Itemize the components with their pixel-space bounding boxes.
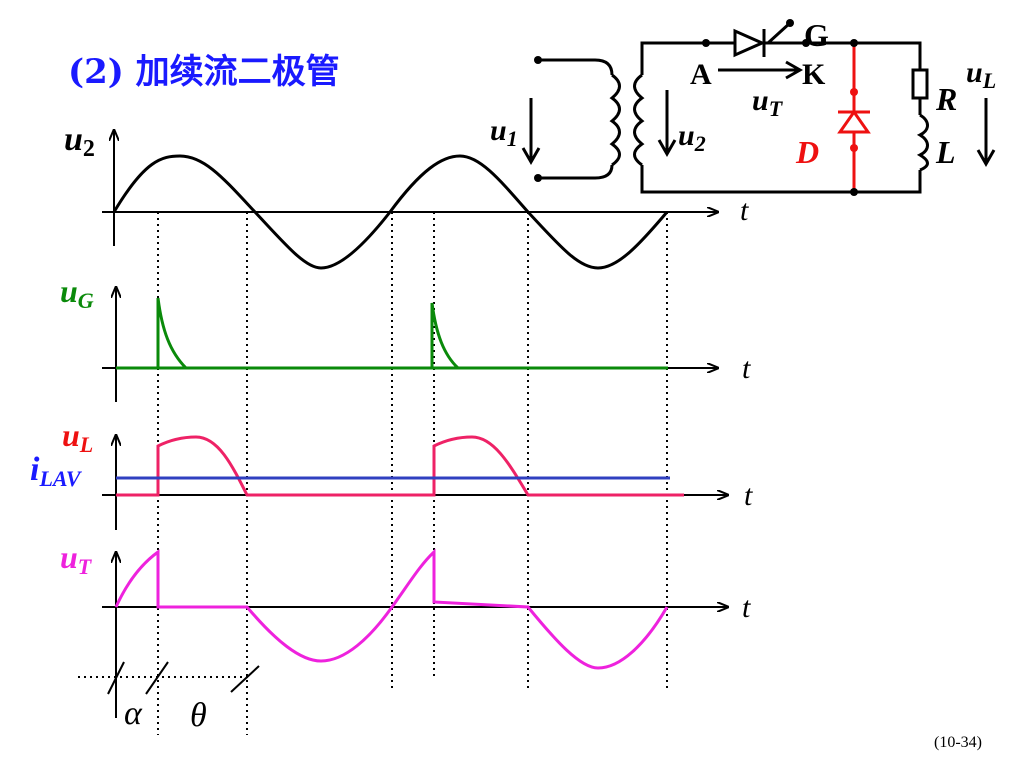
page-title: (2) 加续流二极管 — [68, 52, 340, 92]
resistor-label: R — [935, 81, 957, 117]
uT-waveform — [114, 548, 669, 670]
cathode-label: K — [802, 58, 826, 91]
u2-axes — [102, 130, 718, 246]
u2-sine-curve — [112, 154, 669, 270]
anode-label: A — [690, 58, 712, 91]
gate-label: G — [804, 17, 829, 53]
transformer — [538, 58, 645, 180]
thyristor-symbol — [733, 28, 766, 58]
theta-label: θ — [190, 697, 207, 734]
uL-label: uL — [62, 417, 93, 457]
time-label-uG: t — [742, 352, 751, 385]
uG-pulses — [116, 297, 668, 370]
time-label-uT: t — [742, 591, 751, 624]
time-label-u2: t — [740, 194, 749, 227]
uG-label: uG — [60, 273, 94, 313]
freewheel-diode — [837, 43, 871, 192]
inductor-symbol — [916, 113, 929, 172]
time-label-uL: t — [744, 479, 753, 512]
alpha-label: α — [124, 695, 143, 732]
angle-ticks — [107, 661, 260, 695]
u2-label: u2 — [64, 121, 95, 162]
uG-axes — [102, 287, 718, 402]
circuit-u1-label: u1 — [490, 114, 518, 151]
circuit-uL-label: uL — [966, 56, 996, 93]
uL-axes — [102, 435, 728, 530]
uT-label: uT — [60, 539, 93, 579]
uL-waveform — [116, 435, 684, 497]
page-number: (10-34) — [934, 734, 982, 751]
guide-lines — [78, 212, 668, 735]
resistor-symbol — [911, 68, 929, 100]
circuit-uT-label: uT — [752, 84, 784, 121]
diode-label: D — [795, 134, 819, 170]
inductor-label: L — [935, 134, 956, 170]
circuit: u1 u2 uT uL G A K R L D — [490, 17, 996, 196]
iLAV-label: iLAV — [30, 451, 83, 491]
circuit-u2-label: u2 — [678, 119, 706, 156]
